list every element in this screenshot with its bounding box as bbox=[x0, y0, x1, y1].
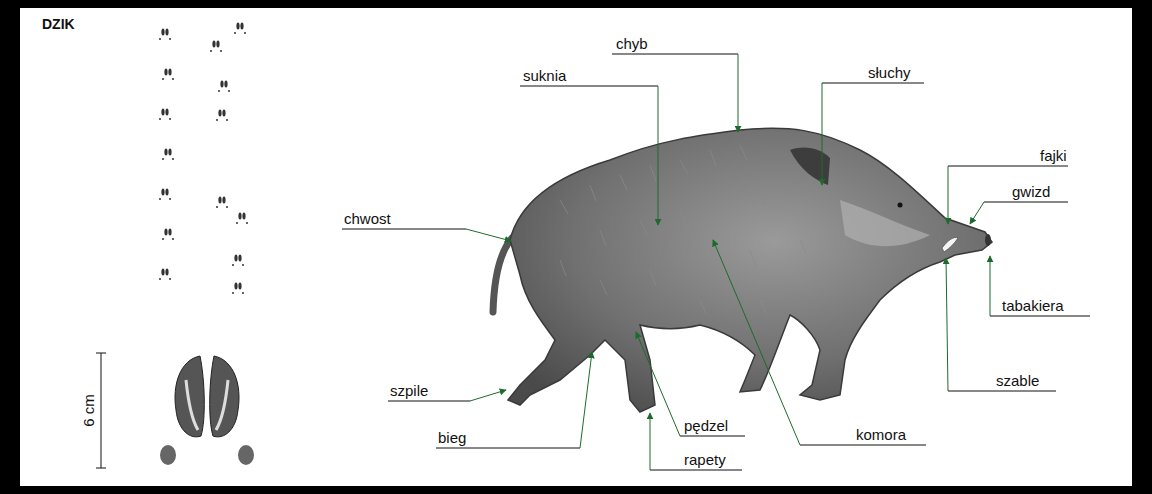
part-label: suknia bbox=[523, 68, 566, 83]
part-label: szpile bbox=[390, 383, 428, 398]
part-label: bieg bbox=[438, 430, 466, 445]
panel bbox=[20, 8, 1132, 486]
part-label: chyb bbox=[616, 36, 648, 51]
part-label: pędzel bbox=[684, 418, 728, 433]
scale-bar bbox=[96, 353, 106, 468]
hoof-print bbox=[160, 356, 254, 465]
diagram-title: DZIK bbox=[42, 17, 75, 31]
leader-lines bbox=[342, 54, 1090, 470]
boar-figure bbox=[493, 128, 992, 412]
footprint-trail bbox=[159, 23, 248, 295]
part-label: słuchy bbox=[868, 65, 911, 80]
part-label: tabakiera bbox=[1002, 298, 1064, 313]
part-label: chwost bbox=[344, 211, 391, 226]
part-label: fajki bbox=[1040, 148, 1067, 163]
part-label: szable bbox=[996, 373, 1039, 388]
part-label: rapety bbox=[684, 452, 726, 467]
part-label: komora bbox=[856, 427, 906, 442]
part-label: gwizd bbox=[1012, 184, 1050, 199]
scale-label: 6 cm bbox=[80, 394, 95, 427]
